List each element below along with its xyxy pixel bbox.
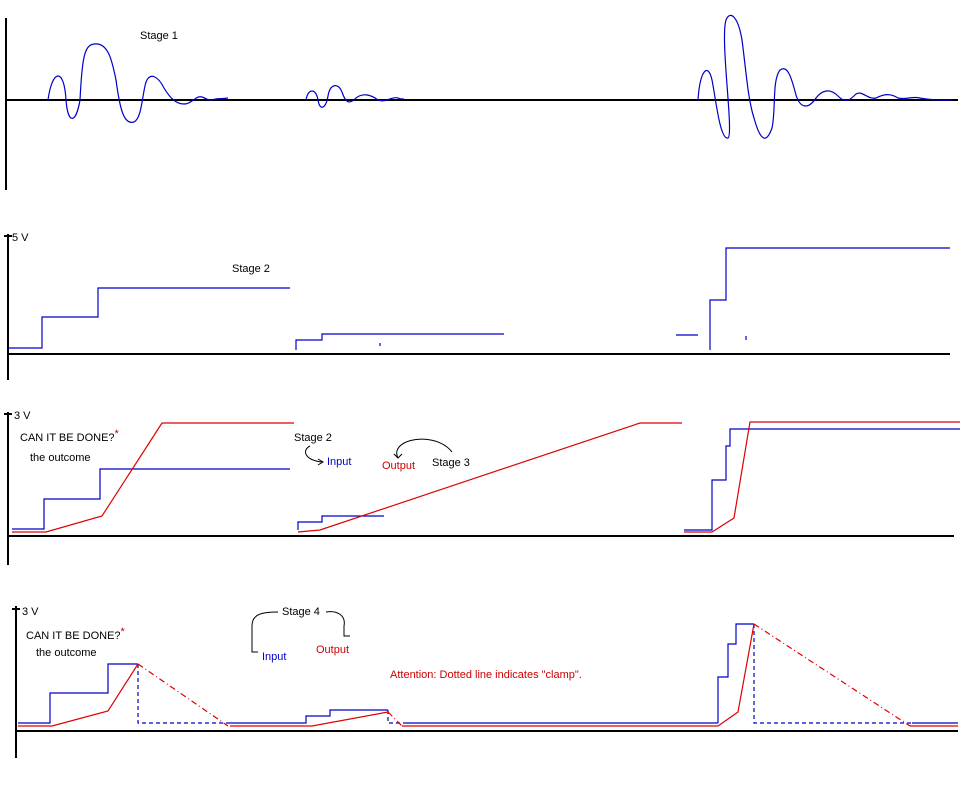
panel4-input-label: Input — [262, 651, 286, 663]
panel2-step-b — [295, 333, 504, 350]
panel4-input-a-clamp — [137, 664, 230, 724]
panel1-wave-c — [697, 14, 953, 139]
panel3-output-a — [12, 422, 294, 533]
panel3-input-c — [684, 428, 960, 531]
panel4-question: CAN IT BE DONE?* — [26, 626, 126, 642]
panel4-input-c — [717, 623, 754, 723]
panel1-stage-label: Stage 1 — [140, 30, 178, 42]
panel4-output-label: Output — [316, 644, 349, 656]
panel4-attention-note: Attention: Dotted line indicates "clamp"… — [390, 669, 582, 681]
panel3-output-label: Output — [382, 460, 415, 472]
panel-stage-3: 3 V CAN IT BE DONE?* the outcome Stage 2… — [4, 410, 960, 565]
panel3-output-arrow-icon — [393, 438, 453, 459]
panel-stage-4: 3 V CAN IT BE DONE?* the outcome Stage 4… — [12, 606, 958, 758]
panel1-wave-a — [47, 43, 229, 123]
panel4-output-b — [230, 711, 389, 727]
panel4-output-c — [717, 623, 755, 727]
panel3-input-a — [12, 468, 290, 530]
panel2-step-a — [8, 287, 290, 349]
panel4-output-bracket-icon — [325, 611, 350, 637]
panel3-output-c — [684, 421, 960, 533]
panel4-input-b-clamp — [387, 710, 404, 724]
panel3-question: CAN IT BE DONE?* — [20, 428, 120, 444]
panel1-wave-b — [305, 85, 405, 108]
panel4-input-c-clamp — [753, 624, 912, 724]
panel4-stage-label: Stage 4 — [282, 606, 320, 618]
panel4-axis-label: 3 V — [22, 606, 39, 618]
panel-stage-2: 5 V Stage 2 — [4, 232, 950, 380]
panel4-output-b-clamp — [387, 711, 403, 727]
panel2-stage-label: Stage 2 — [232, 263, 270, 275]
panel4-asterisk: * — [121, 626, 126, 638]
panel4-input-b — [230, 709, 388, 724]
panel2-axis-label: 5 V — [12, 232, 29, 244]
panel3-stage-out-label: Stage 3 — [432, 457, 470, 469]
panel3-stage-in-label: Stage 2 — [294, 432, 332, 444]
panel4-output-a — [18, 663, 139, 727]
panel3-input-arrow-icon — [305, 445, 324, 466]
panel4-output-a-clamp — [137, 663, 229, 727]
panel3-output-b — [297, 422, 682, 533]
panel3-asterisk: * — [115, 428, 120, 440]
panel4-output-c-clamp — [753, 623, 911, 727]
panel4-input-bracket-icon — [251, 611, 279, 653]
panel3-input-label: Input — [327, 456, 351, 468]
panel4-input-a — [18, 663, 138, 724]
panel2-step-c — [709, 247, 950, 350]
panel3-subtitle: the outcome — [30, 452, 91, 464]
panel-stage-1: Stage 1 — [5, 14, 958, 190]
panel4-subtitle: the outcome — [36, 647, 97, 659]
panel3-axis-label: 3 V — [14, 410, 31, 422]
panel3-input-b — [297, 515, 384, 530]
